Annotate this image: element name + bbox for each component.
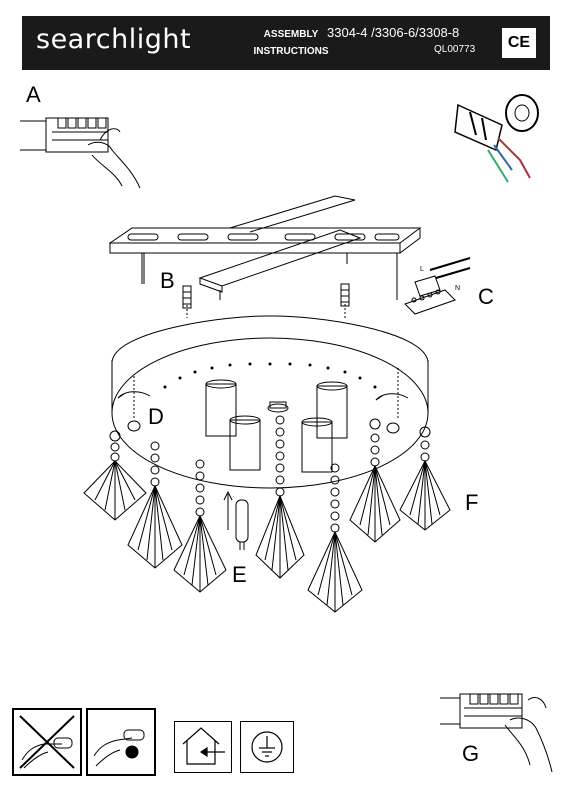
assembly-line2: INSTRUCTIONS xyxy=(253,46,329,57)
pendant-2 xyxy=(127,441,183,569)
pendant-7 xyxy=(399,426,451,531)
step-label-c: C xyxy=(478,284,494,309)
step-label-g: G xyxy=(462,741,480,766)
wire-label-l: L xyxy=(420,266,424,273)
crystal-pendants-f xyxy=(83,415,451,613)
bulb-shades xyxy=(205,379,348,473)
ce-mark: CE xyxy=(502,28,536,58)
pendant-1 xyxy=(83,430,147,521)
wire-tape-illustration xyxy=(454,94,539,183)
step-label-b: B xyxy=(160,268,175,293)
terminal-block-a xyxy=(20,117,141,189)
connector-block-c xyxy=(404,257,471,315)
brand-logo: searchlight xyxy=(36,24,192,55)
step-label-d: D xyxy=(148,404,164,429)
assembly-instructions-title: ASSEMBLY INSTRUCTIONS xyxy=(250,26,332,60)
model-numbers: 3304-4 /3306-6/3308-8 xyxy=(327,25,460,40)
document-code: QL00773 xyxy=(434,44,476,55)
indoor-use-house-icon xyxy=(174,721,232,773)
pendant-6 xyxy=(349,418,401,543)
pendant-4 xyxy=(255,415,305,579)
terminal-block-g xyxy=(440,693,553,773)
pendant-3 xyxy=(173,459,227,593)
earth-ground-icon xyxy=(240,721,294,773)
step-label-f: F xyxy=(465,490,479,515)
rotation-arrows-d xyxy=(117,368,409,434)
ceiling-plate xyxy=(111,315,429,489)
header-bar: searchlight ASSEMBLY INSTRUCTIONS 3304-4… xyxy=(22,16,550,70)
g9-bulb-e xyxy=(223,490,249,550)
pendant-5 xyxy=(307,463,363,613)
no-hand-touch-bulb-icon xyxy=(12,708,82,776)
assembly-line1: ASSEMBLY xyxy=(263,29,319,40)
step-label-e: E xyxy=(232,562,247,587)
step-label-a: A xyxy=(26,82,41,107)
screw-b xyxy=(182,283,350,318)
hand-holding-bulb-icon xyxy=(86,708,156,776)
mounting-bracket xyxy=(108,195,422,300)
wire-label-n: N xyxy=(455,285,461,292)
